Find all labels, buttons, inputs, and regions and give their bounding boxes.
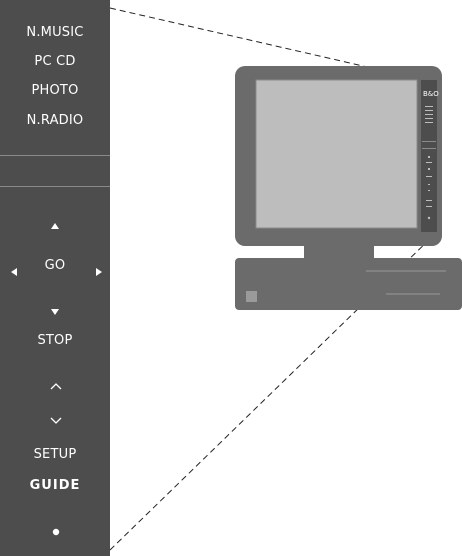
callout-line-top — [109, 7, 425, 81]
triangle-down-icon[interactable] — [51, 300, 59, 319]
base-button — [246, 291, 257, 302]
source-n-music[interactable]: N.MUSIC — [26, 25, 84, 40]
source-photo[interactable]: PHOTO — [31, 83, 79, 98]
chevron-down-icon[interactable] — [50, 410, 62, 429]
triangle-left-icon[interactable] — [11, 261, 17, 280]
guide-button[interactable]: GUIDE — [29, 478, 81, 493]
monitor-strip-marks — [422, 106, 436, 220]
source-pc-cd[interactable]: PC CD — [34, 54, 76, 69]
triangle-right-icon[interactable] — [96, 261, 102, 280]
chevron-up-icon[interactable] — [50, 375, 62, 394]
monitor-neck — [304, 246, 374, 258]
stop-button[interactable]: STOP — [37, 333, 73, 348]
divider-bottom — [0, 186, 110, 187]
source-n-radio[interactable]: N.RADIO — [26, 113, 84, 128]
triangle-up-icon[interactable] — [51, 214, 59, 233]
computer-base — [235, 258, 462, 310]
dot-icon[interactable] — [52, 521, 60, 540]
monitor-logo: B&O — [423, 90, 439, 98]
go-button[interactable]: GO — [44, 258, 66, 273]
remote-panel: N.MUSIC PC CD PHOTO N.RADIO GO STOP SETU… — [0, 0, 110, 556]
callout-line-bottom — [109, 232, 437, 551]
divider-top — [0, 155, 110, 156]
monitor-screen — [255, 79, 418, 229]
setup-button[interactable]: SETUP — [33, 447, 77, 462]
